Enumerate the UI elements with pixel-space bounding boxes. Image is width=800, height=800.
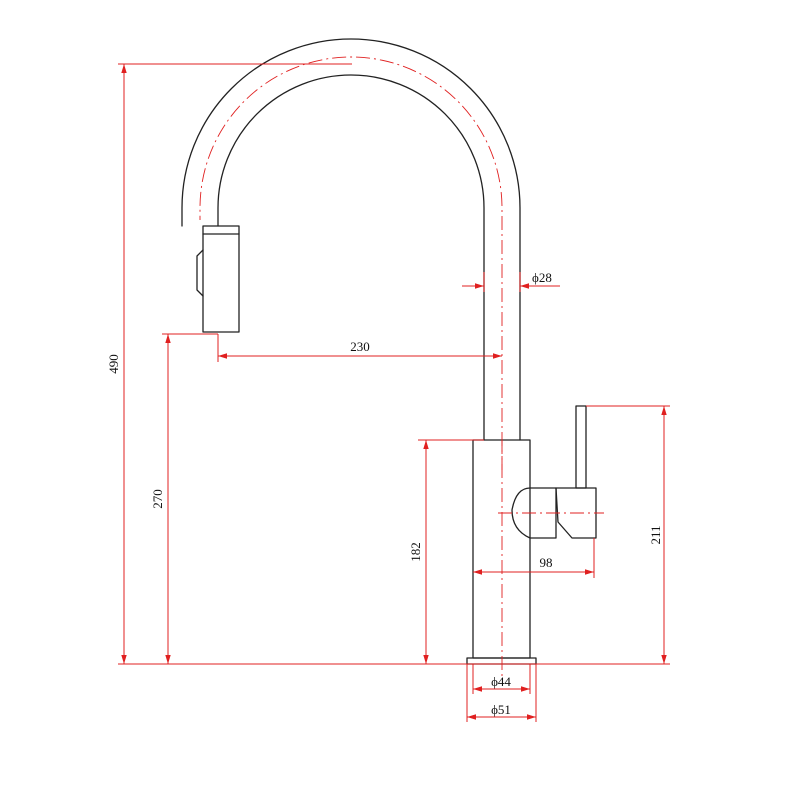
- faucet-body: [472, 439, 531, 659]
- dimension-lines: [121, 64, 667, 720]
- spout-outer-edge: [217, 74, 485, 441]
- spray-head: [202, 225, 240, 333]
- handle-hub: [511, 487, 557, 539]
- label-tube-diameter: ϕ28: [532, 270, 552, 285]
- extension-lines: [118, 63, 670, 722]
- label-handle-height: 211: [648, 525, 663, 544]
- base-ring: [466, 657, 537, 665]
- dimension-labels: 490 270 182 211 230 98 ϕ28 ϕ44 ϕ51: [106, 270, 663, 717]
- label-total-height: 490: [106, 354, 121, 374]
- spout-inner-edge: [181, 38, 521, 441]
- handle-cartridge: [555, 487, 597, 539]
- label-body-height: 182: [408, 542, 423, 562]
- spout-center-line: [199, 56, 503, 470]
- label-base-inner-diameter: ϕ44: [491, 674, 511, 689]
- label-spout-reach: 230: [350, 339, 370, 354]
- faucet-outline: [181, 38, 597, 665]
- label-base-outer-diameter: ϕ51: [491, 702, 511, 717]
- handle-lever: [575, 405, 587, 489]
- label-spout-height: 270: [150, 489, 165, 509]
- label-handle-reach: 98: [540, 555, 553, 570]
- spray-head-button: [196, 249, 204, 297]
- center-lines: [199, 56, 604, 680]
